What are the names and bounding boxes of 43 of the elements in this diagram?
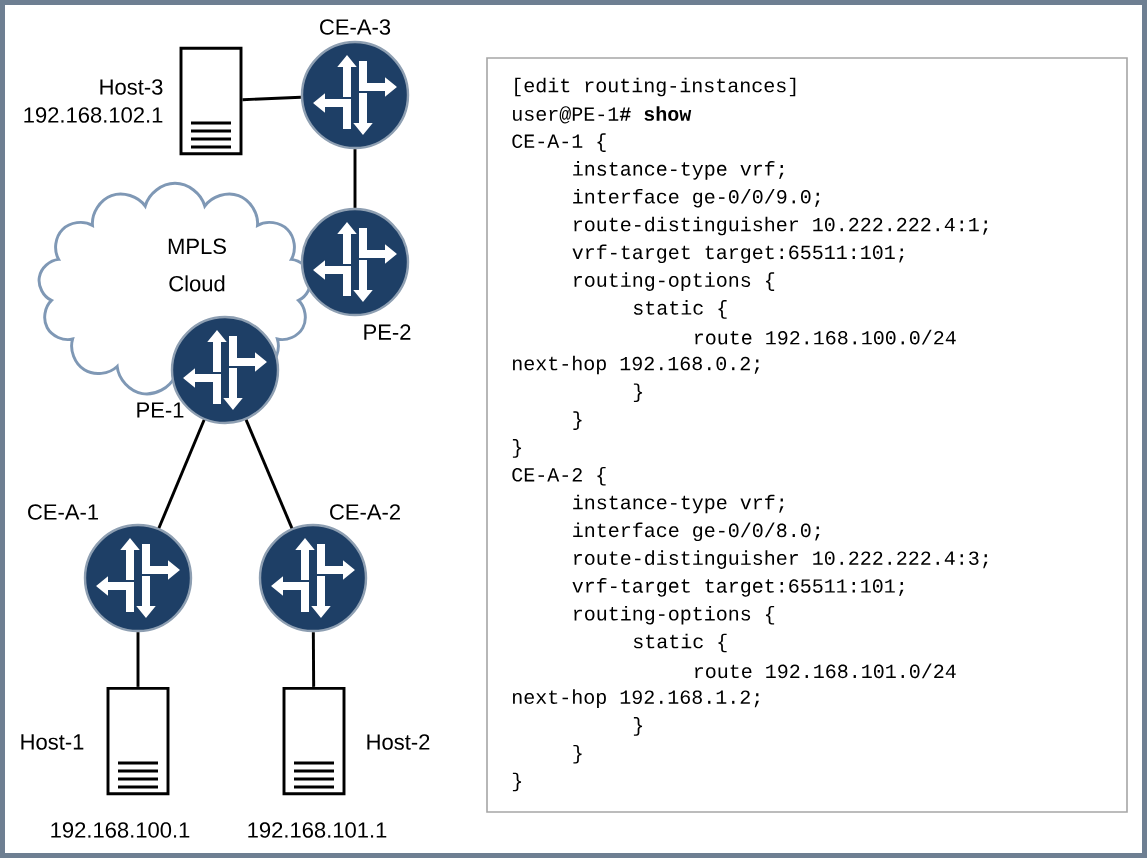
code-line: } (633, 717, 643, 736)
code-line: } (512, 772, 522, 792)
node-label: 192.168.102.1 (24, 107, 163, 123)
code-line: vrf-target target:65511:101; (572, 578, 904, 597)
node-label: 192.168.100.1 (51, 822, 190, 838)
code-line: route-distinguisher 10.222.222.4:1; (574, 216, 988, 236)
connector-line (157, 419, 206, 529)
connector-line (311, 632, 316, 687)
code-line: user@PE-1# show (513, 106, 692, 124)
code-line: interface ge-0/0/8.0; (573, 522, 820, 542)
code-line: next-hop 192.168.1.2; (513, 689, 759, 708)
connector-line (136, 632, 140, 687)
code-line: [edit routing-instances] (515, 77, 796, 97)
code-line: route-distinguisher 10.222.222.4:3; (574, 550, 988, 569)
connector-line (353, 149, 357, 208)
code-line: static { (633, 300, 727, 319)
node-label: 192.168.101.1 (248, 822, 387, 838)
code-line: instance-type vrf; (573, 494, 784, 514)
node-label: CE-A-2 (330, 504, 400, 520)
code-line: interface ge-0/0/9.0; (573, 188, 820, 208)
connector-line (242, 95, 301, 102)
code-line: routing-options { (574, 605, 775, 625)
node-label: Host-2 (367, 734, 430, 750)
code-line: } (512, 439, 522, 458)
code-line: next-hop 192.168.0.2; (513, 355, 759, 375)
code-line: CE-A-1 { (512, 133, 606, 152)
code-line: instance-type vrf; (573, 161, 784, 180)
code-line: static { (633, 633, 727, 653)
node-label: CE-A-3 (320, 19, 391, 35)
code-line: } (633, 383, 643, 403)
node-label: CE-A-1 (28, 504, 98, 520)
code-line: route 192.168.100.0/24 (695, 329, 956, 345)
code-line: routing-options { (574, 272, 775, 291)
connector-line (244, 419, 294, 529)
code-line: } (573, 411, 582, 430)
node-label: Host-1 (21, 734, 84, 750)
code-line: vrf-target target:65511:101; (572, 244, 904, 264)
node-label: PE-2 (364, 324, 411, 340)
node-label: PE-1 (137, 402, 184, 418)
node-label: Host-3 (100, 79, 163, 95)
code-line: } (573, 744, 582, 764)
code-line: CE-A-2 { (512, 466, 606, 486)
code-line: route 192.168.101.0/24 (695, 663, 956, 679)
